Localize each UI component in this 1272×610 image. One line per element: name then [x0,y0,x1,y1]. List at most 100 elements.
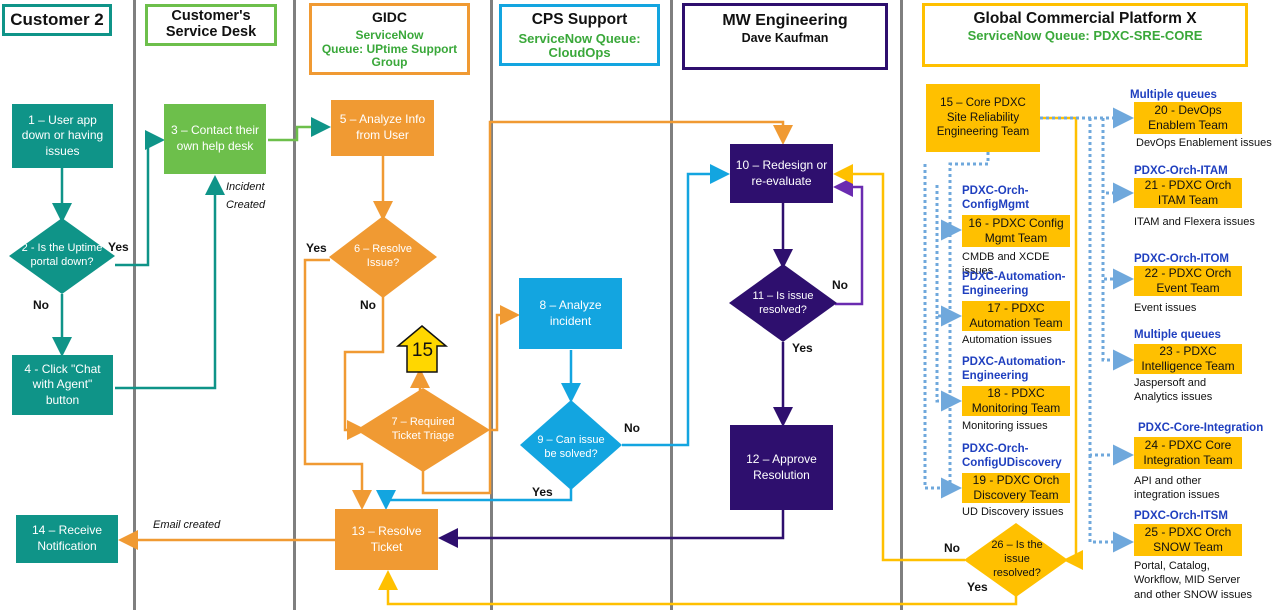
arrow-3-to-5 [268,117,331,142]
lane-title: CPS Support [531,11,628,28]
team-box: 21 - PDXC Orch ITAM Team [1134,178,1242,208]
arrow-6-to-13 [303,258,372,510]
lane-title: GIDC [372,9,407,25]
dotted-trunk-left [948,152,990,490]
lane-title: MW Engineering [722,12,848,29]
step-13-box: 13 – Resolve Ticket [335,509,438,570]
step-15-box: 15 – Core PDXC Site Reliability Engineer… [926,84,1040,152]
team-label: 18 - PDXC Monitoring Team [971,386,1061,415]
arrow-11-to-10 [833,177,864,306]
step-1-text: 1 – User app down or having issues [21,112,104,158]
team-box: 17 - PDXC Automation Team [962,301,1070,331]
team-box: 22 - PDXC Orch Event Team [1134,266,1242,296]
issues-label: CMDB and XCDE issues [962,251,1050,278]
issues-label: Monitoring issues [962,420,1048,432]
step-8-box: 8 – Analyze incident [519,278,622,349]
step-2-text: 2 - Is the Uptime portal down? [21,242,103,268]
step-8-text: 8 – Analyze incident [539,297,602,328]
lane-divider [293,0,296,610]
lane-header-service-desk: Customer's Service Desk [145,4,277,46]
queue-label: PDXC-Orch-ITAM [1134,165,1228,177]
team-box: 25 - PDXC Orch SNOW Team [1134,524,1242,556]
lane-header-cps: CPS Support ServiceNow Queue: CloudOps [499,4,660,66]
team-box: 18 - PDXC Monitoring Team [962,386,1070,416]
queue-label: PDXC-Orch-ConfigUDiscovery [962,443,1062,470]
team-label: 19 - PDXC Orch Discovery Team [972,473,1060,502]
queue-label: PDXC-Core-Integration [1138,422,1264,434]
team-box: 20 - DevOps Enablem Team [1134,102,1242,134]
lane-divider [490,0,493,610]
team-box: 16 - PDXC Config Mgmt Team [962,215,1070,247]
team-box: 23 - PDXC Intelligence Team [1134,344,1242,374]
diamond-7 [356,388,490,472]
lane-subtitle: ServiceNow [355,28,424,43]
lane-divider [670,0,673,610]
arrow-12-to-13 [438,510,785,548]
lane-header-customer2: Customer 2 [2,4,112,36]
lane-title: Customer's Service Desk [165,8,257,40]
dotted-to-18 [935,316,962,412]
lane-header-gidc: GIDC ServiceNow Queue: UPtime Support Gr… [309,3,470,75]
dotted-to-17 [935,185,962,327]
team-label: 22 - PDXC Orch Event Team [1144,266,1232,295]
label-yes-6: Yes [306,241,327,255]
issues-label: API and other integration issues [1134,475,1220,502]
dotted-to-25 [1088,455,1134,553]
lane-queue: ServiceNow Queue: PDXC-SRE-CORE [967,28,1203,44]
arrow-9-to-10 [622,164,730,447]
team-label: 20 - DevOps Enablem Team [1148,103,1228,132]
team-label: 23 - PDXC Intelligence Team [1141,344,1235,373]
diamond-6 [329,216,437,298]
queue-label: PDXC-Orch-ITOM [1134,253,1229,265]
step-3-box: 3 – Contact their own help desk [164,104,266,174]
issues-label: Portal, Catalog, Workflow, MID Server an… [1134,560,1252,601]
lane-subtitle: Dave Kaufman [741,30,829,45]
diamond-9 [520,400,622,490]
label-yes-11: Yes [792,341,813,355]
label-no-26: No [944,541,960,555]
issues-label: DevOps Enablement issues [1136,137,1272,149]
lane-title: Global Commercial Platform X [973,10,1197,27]
diamond-26 [964,523,1068,597]
diamond-11 [729,264,837,342]
step-5-box: 5 – Analyze Info from User [331,100,434,156]
step-1-box: 1 – User app down or having issues [12,104,113,168]
issues-label: Event issues [1134,302,1197,314]
step-12-text: 12 – Approve Resolution [746,451,817,482]
team-label: 16 - PDXC Config Mgmt Team [968,216,1064,245]
step-14-box: 14 – Receive Notification [16,515,118,563]
team-label: 24 - PDXC Core Integration Team [1143,438,1233,467]
label-no-6: No [360,298,376,312]
lane-header-mw: MW Engineering Dave Kaufman [682,3,888,70]
lane-queue: Queue: UPtime Support Group [321,41,458,69]
label-no-2: No [33,298,49,312]
arrow-4-to-3 [115,175,225,390]
label-yes-2: Yes [108,240,129,254]
arrow-9-to-13 [376,486,573,510]
step-4-text: 4 - Click "Chat with Agent" button [24,361,101,407]
step-26-text: 26 – Is the issue resolved? [991,539,1043,579]
arrow-26-no-to-10 [833,164,965,562]
issues-label: UD Discovery issues [962,506,1064,518]
label-yes-9: Yes [532,485,553,499]
step-11-text: 11 – Is issue resolved? [752,290,814,316]
label-email-created: Email created [153,519,221,531]
lane-queue: ServiceNow Queue: CloudOps [518,31,641,61]
queue-label: PDXC-Automation-Engineering [962,356,1066,383]
queue-label: PDXC-Orch-ConfigMgmt [962,185,1030,212]
step-9-text: 9 – Can issue be solved? [537,434,605,460]
dotted-to-19 [923,164,962,499]
badge-15-arrow [395,325,449,373]
queue-label: Multiple queues [1130,89,1217,101]
team-box: 19 - PDXC Orch Discovery Team [962,473,1070,503]
step-14-text: 14 – Receive Notification [31,523,103,553]
label-no-11: No [832,278,848,292]
dotted-to-24 [1088,118,1134,466]
issues-label: ITAM and Flexera issues [1134,216,1255,228]
issues-label: Jaspersoft and Analytics issues [1134,377,1213,404]
step-13-text: 13 – Resolve Ticket [351,523,422,554]
arrow-26-yes-to-13 [378,570,1018,606]
dotted-to-23 [1101,118,1134,371]
step-4-box: 4 - Click "Chat with Agent" button [12,355,113,415]
